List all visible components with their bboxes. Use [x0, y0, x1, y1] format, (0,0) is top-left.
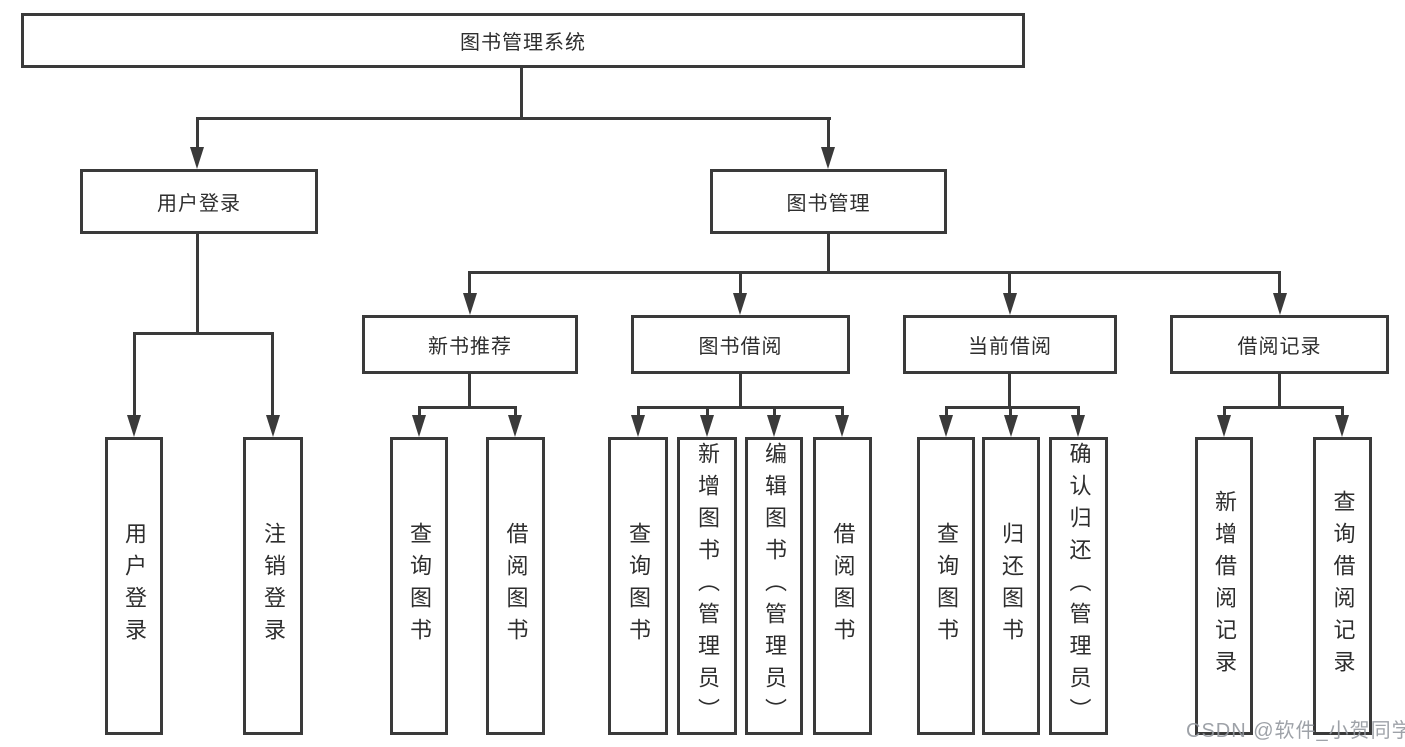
- arrowhead-icon: [700, 415, 714, 437]
- node-label: 查询图书: [626, 522, 651, 650]
- connector-current-borrow-trunk: [1008, 374, 1011, 409]
- connector-root-trunk: [520, 68, 523, 120]
- connector-new-book-split: [418, 406, 516, 409]
- connector-stem: [271, 332, 274, 421]
- connector-stem: [468, 271, 471, 300]
- node-label: 当前借阅: [968, 336, 1052, 358]
- connector-book-borrow-split: [637, 406, 843, 409]
- arrowhead-icon: [821, 147, 835, 169]
- node-label: 归还图书: [999, 522, 1024, 650]
- node-borrow-book: 借阅图书: [813, 437, 872, 735]
- connector-stem: [1278, 271, 1281, 300]
- node-label: 新增借阅记录: [1212, 490, 1237, 682]
- arrowhead-icon: [412, 415, 426, 437]
- arrowhead-icon: [1004, 415, 1018, 437]
- node-label: 确认归还（管理员）: [1066, 442, 1092, 730]
- connector-stem: [637, 406, 640, 421]
- connector-stem: [196, 117, 199, 152]
- node-edit-book-admin: 编辑图书（管理员）: [745, 437, 803, 735]
- node-label: 图书管理系统: [460, 32, 586, 54]
- connector-stem: [739, 271, 742, 300]
- node-label: 用户登录: [157, 193, 241, 215]
- connector-stem: [706, 406, 709, 421]
- node-user-login: 用户登录: [80, 169, 318, 234]
- connector-stem: [841, 406, 844, 421]
- connector-stem: [945, 406, 948, 421]
- arrowhead-icon: [631, 415, 645, 437]
- node-label: 查询图书: [407, 522, 432, 650]
- node-query-borrow-record: 查询借阅记录: [1313, 437, 1372, 735]
- node-label: 新书推荐: [428, 336, 512, 358]
- node-query-book-current: 查询图书: [917, 437, 975, 735]
- node-label: 注销登录: [261, 522, 286, 650]
- arrowhead-icon: [1335, 415, 1349, 437]
- node-label: 查询图书: [934, 522, 959, 650]
- node-label: 图书管理: [786, 193, 871, 215]
- arrowhead-icon: [835, 415, 849, 437]
- arrowhead-icon: [1071, 415, 1085, 437]
- node-label: 图书借阅: [698, 336, 783, 358]
- connector-borrow-record-split: [1223, 406, 1343, 409]
- node-borrow-record: 借阅记录: [1170, 315, 1389, 374]
- arrowhead-icon: [508, 415, 522, 437]
- node-label: 编辑图书（管理员）: [762, 442, 787, 730]
- arrowhead-icon: [1003, 293, 1017, 315]
- arrowhead-icon: [733, 293, 747, 315]
- node-label: 借阅图书: [503, 522, 529, 650]
- arrowhead-icon: [190, 147, 204, 169]
- watermark: CSDN @软件_小贺同学: [1186, 720, 1405, 742]
- node-borrow-book-recommend: 借阅图书: [486, 437, 545, 735]
- arrowhead-icon: [939, 415, 953, 437]
- arrowhead-icon: [1217, 415, 1231, 437]
- connector-stem: [1077, 406, 1080, 421]
- connector-current-borrow-split: [945, 406, 1079, 409]
- arrowhead-icon: [463, 293, 477, 315]
- connector-stem: [418, 406, 421, 421]
- connector-stem: [1341, 406, 1344, 421]
- connector-book-mgmt-split: [468, 271, 1281, 274]
- node-add-borrow-record: 新增借阅记录: [1195, 437, 1253, 735]
- arrowhead-icon: [767, 415, 781, 437]
- connector-user-login-split: [133, 332, 274, 335]
- node-label: 新增图书（管理员）: [695, 442, 720, 730]
- connector-stem: [827, 117, 830, 152]
- connector-book-borrow-trunk: [739, 374, 742, 409]
- connector-book-mgmt-trunk: [827, 234, 830, 274]
- connector-borrow-record-trunk: [1278, 374, 1281, 409]
- connector-stem: [773, 406, 776, 421]
- connector-root-split: [196, 117, 831, 120]
- node-label: 借阅图书: [830, 522, 856, 650]
- arrowhead-icon: [127, 415, 141, 437]
- node-user-login-leaf: 用户登录: [105, 437, 163, 735]
- node-return-book: 归还图书: [982, 437, 1040, 735]
- node-book-management: 图书管理: [710, 169, 947, 234]
- connector-user-login-trunk: [196, 234, 199, 335]
- arrowhead-icon: [1273, 293, 1287, 315]
- node-book-borrow: 图书借阅: [631, 315, 850, 374]
- node-label: 借阅记录: [1237, 336, 1322, 358]
- node-library-system: 图书管理系统: [21, 13, 1025, 68]
- node-current-borrow: 当前借阅: [903, 315, 1117, 374]
- connector-stem: [133, 332, 136, 421]
- connector-new-book-trunk: [468, 374, 471, 409]
- connector-stem: [514, 406, 517, 421]
- node-query-book-recommend: 查询图书: [390, 437, 448, 735]
- node-add-book-admin: 新增图书（管理员）: [677, 437, 737, 735]
- arrowhead-icon: [266, 415, 280, 437]
- node-confirm-return-admin: 确认归还（管理员）: [1049, 437, 1108, 735]
- connector-stem: [1223, 406, 1226, 421]
- node-label: 查询借阅记录: [1330, 490, 1356, 682]
- connector-stem: [1009, 406, 1012, 421]
- node-query-book-borrow: 查询图书: [608, 437, 668, 735]
- node-new-book-recommend: 新书推荐: [362, 315, 578, 374]
- connector-stem: [1008, 271, 1011, 300]
- node-logout: 注销登录: [243, 437, 303, 735]
- node-label: 用户登录: [122, 522, 147, 650]
